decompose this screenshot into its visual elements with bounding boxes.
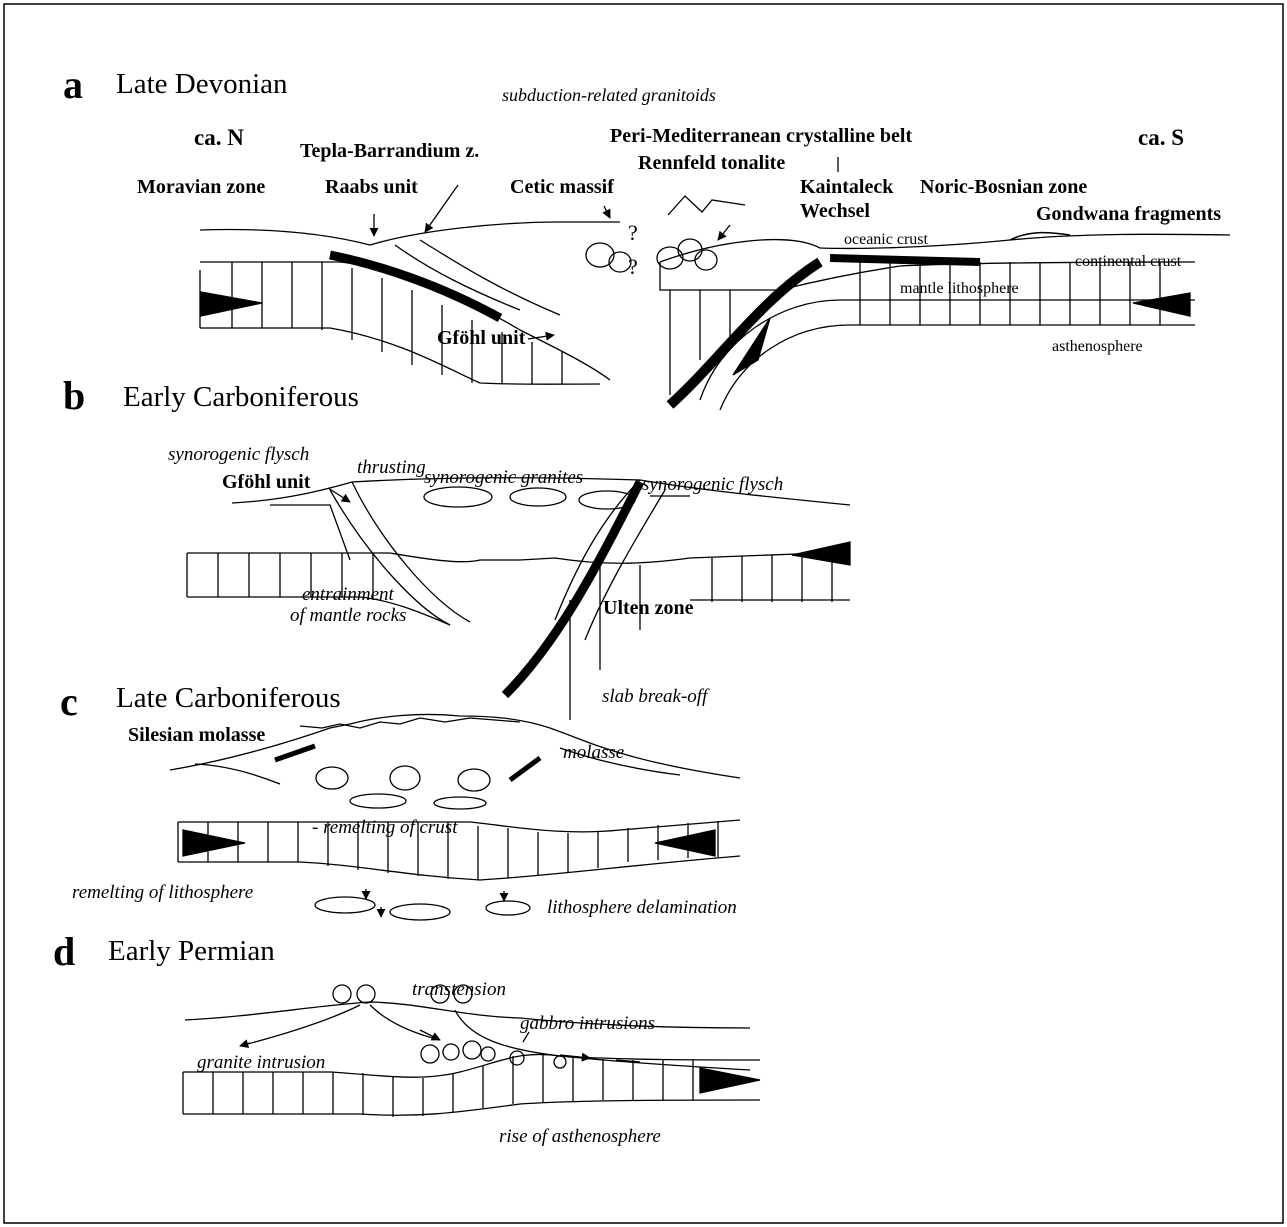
panel-c-letter: c <box>60 679 78 724</box>
rise-of-asthenosphere-label: rise of asthenosphere <box>499 1126 661 1147</box>
oceanic-crust-label: oceanic crust <box>844 231 928 248</box>
panel-b-period: Early Carboniferous <box>123 381 359 413</box>
subduction-granitoids-label: subduction-related granitoids <box>502 85 716 105</box>
remelting-crust-label: - remelting of crust <box>312 817 458 838</box>
svg-text:?: ? <box>628 220 638 245</box>
continental-crust-label: continental crust <box>1075 253 1182 270</box>
panel-c-period: Late Carboniferous <box>116 682 341 714</box>
raabs-unit-label: Raabs unit <box>325 176 418 198</box>
panel-b-section <box>186 477 851 720</box>
panel-a-right-mantle-ticks <box>859 262 1161 325</box>
synorogenic-flysch-left-label: synorogenic flysch <box>168 444 310 465</box>
panel-c-section <box>169 713 741 921</box>
panel-d-period: Early Permian <box>108 935 275 967</box>
silesian-molasse-label: Silesian molasse <box>128 724 266 746</box>
north-label: ca. N <box>194 125 244 150</box>
ulten-zone-label: Ulten zone <box>603 597 694 619</box>
cetic-massif-label: Cetic massif <box>510 176 614 198</box>
asthenosphere-label: asthenosphere <box>1052 338 1143 355</box>
mantle-lithosphere-label: mantle lithosphere <box>900 280 1019 297</box>
moravian-zone-label: Moravian zone <box>137 176 266 198</box>
synorogenic-flysch-right-label: synorogenic flysch <box>642 474 784 495</box>
svg-text:?: ? <box>628 254 638 279</box>
panel-d-letter: d <box>53 929 76 974</box>
noric-bosnian-label: Noric-Bosnian zone <box>920 176 1088 198</box>
peri-mediterranean-label: Peri-Mediterranean crystalline belt <box>610 125 913 147</box>
entrainment-label: entrainment <box>302 584 394 605</box>
gfohl-unit-a-label: Gföhl unit <box>437 327 526 349</box>
panel-a-letter: a <box>63 62 83 107</box>
remelting-lithosphere-label: remelting of lithosphere <box>72 882 254 903</box>
tepla-barrandium-label: Tepla-Barrandium z. <box>300 140 480 162</box>
lithosphere-delamination-label: lithosphere delamination <box>547 897 737 918</box>
panel-a-period: Late Devonian <box>116 68 288 100</box>
kaintaleck-label: Kaintaleck <box>800 176 894 198</box>
gondwana-fragments-label: Gondwana fragments <box>1036 203 1222 225</box>
thrusting-label: thrusting <box>357 457 426 478</box>
molasse-label: molasse <box>563 742 625 763</box>
panel-b-letter: b <box>63 373 86 418</box>
slab-breakoff-label: slab break-off <box>602 686 708 707</box>
panel-d-section <box>182 984 761 1117</box>
mantle-rocks-label: of mantle rocks <box>290 605 407 626</box>
panel-a-section: ? ? <box>199 157 1231 411</box>
transtension-label: transtension <box>412 979 506 1000</box>
synorogenic-granites-label: synorogenic granites <box>424 467 584 488</box>
granite-intrusion-label: granite intrusion <box>197 1052 326 1073</box>
gabbro-intrusions-label: gabbro intrusions <box>520 1013 655 1034</box>
rennfeld-tonalite-label: Rennfeld tonalite <box>638 152 786 174</box>
south-label: ca. S <box>1138 125 1184 150</box>
panel-a-left-mantle-ticks <box>231 262 563 384</box>
wechsel-label: Wechsel <box>800 200 870 222</box>
gfohl-unit-b-label: Gföhl unit <box>222 471 311 493</box>
